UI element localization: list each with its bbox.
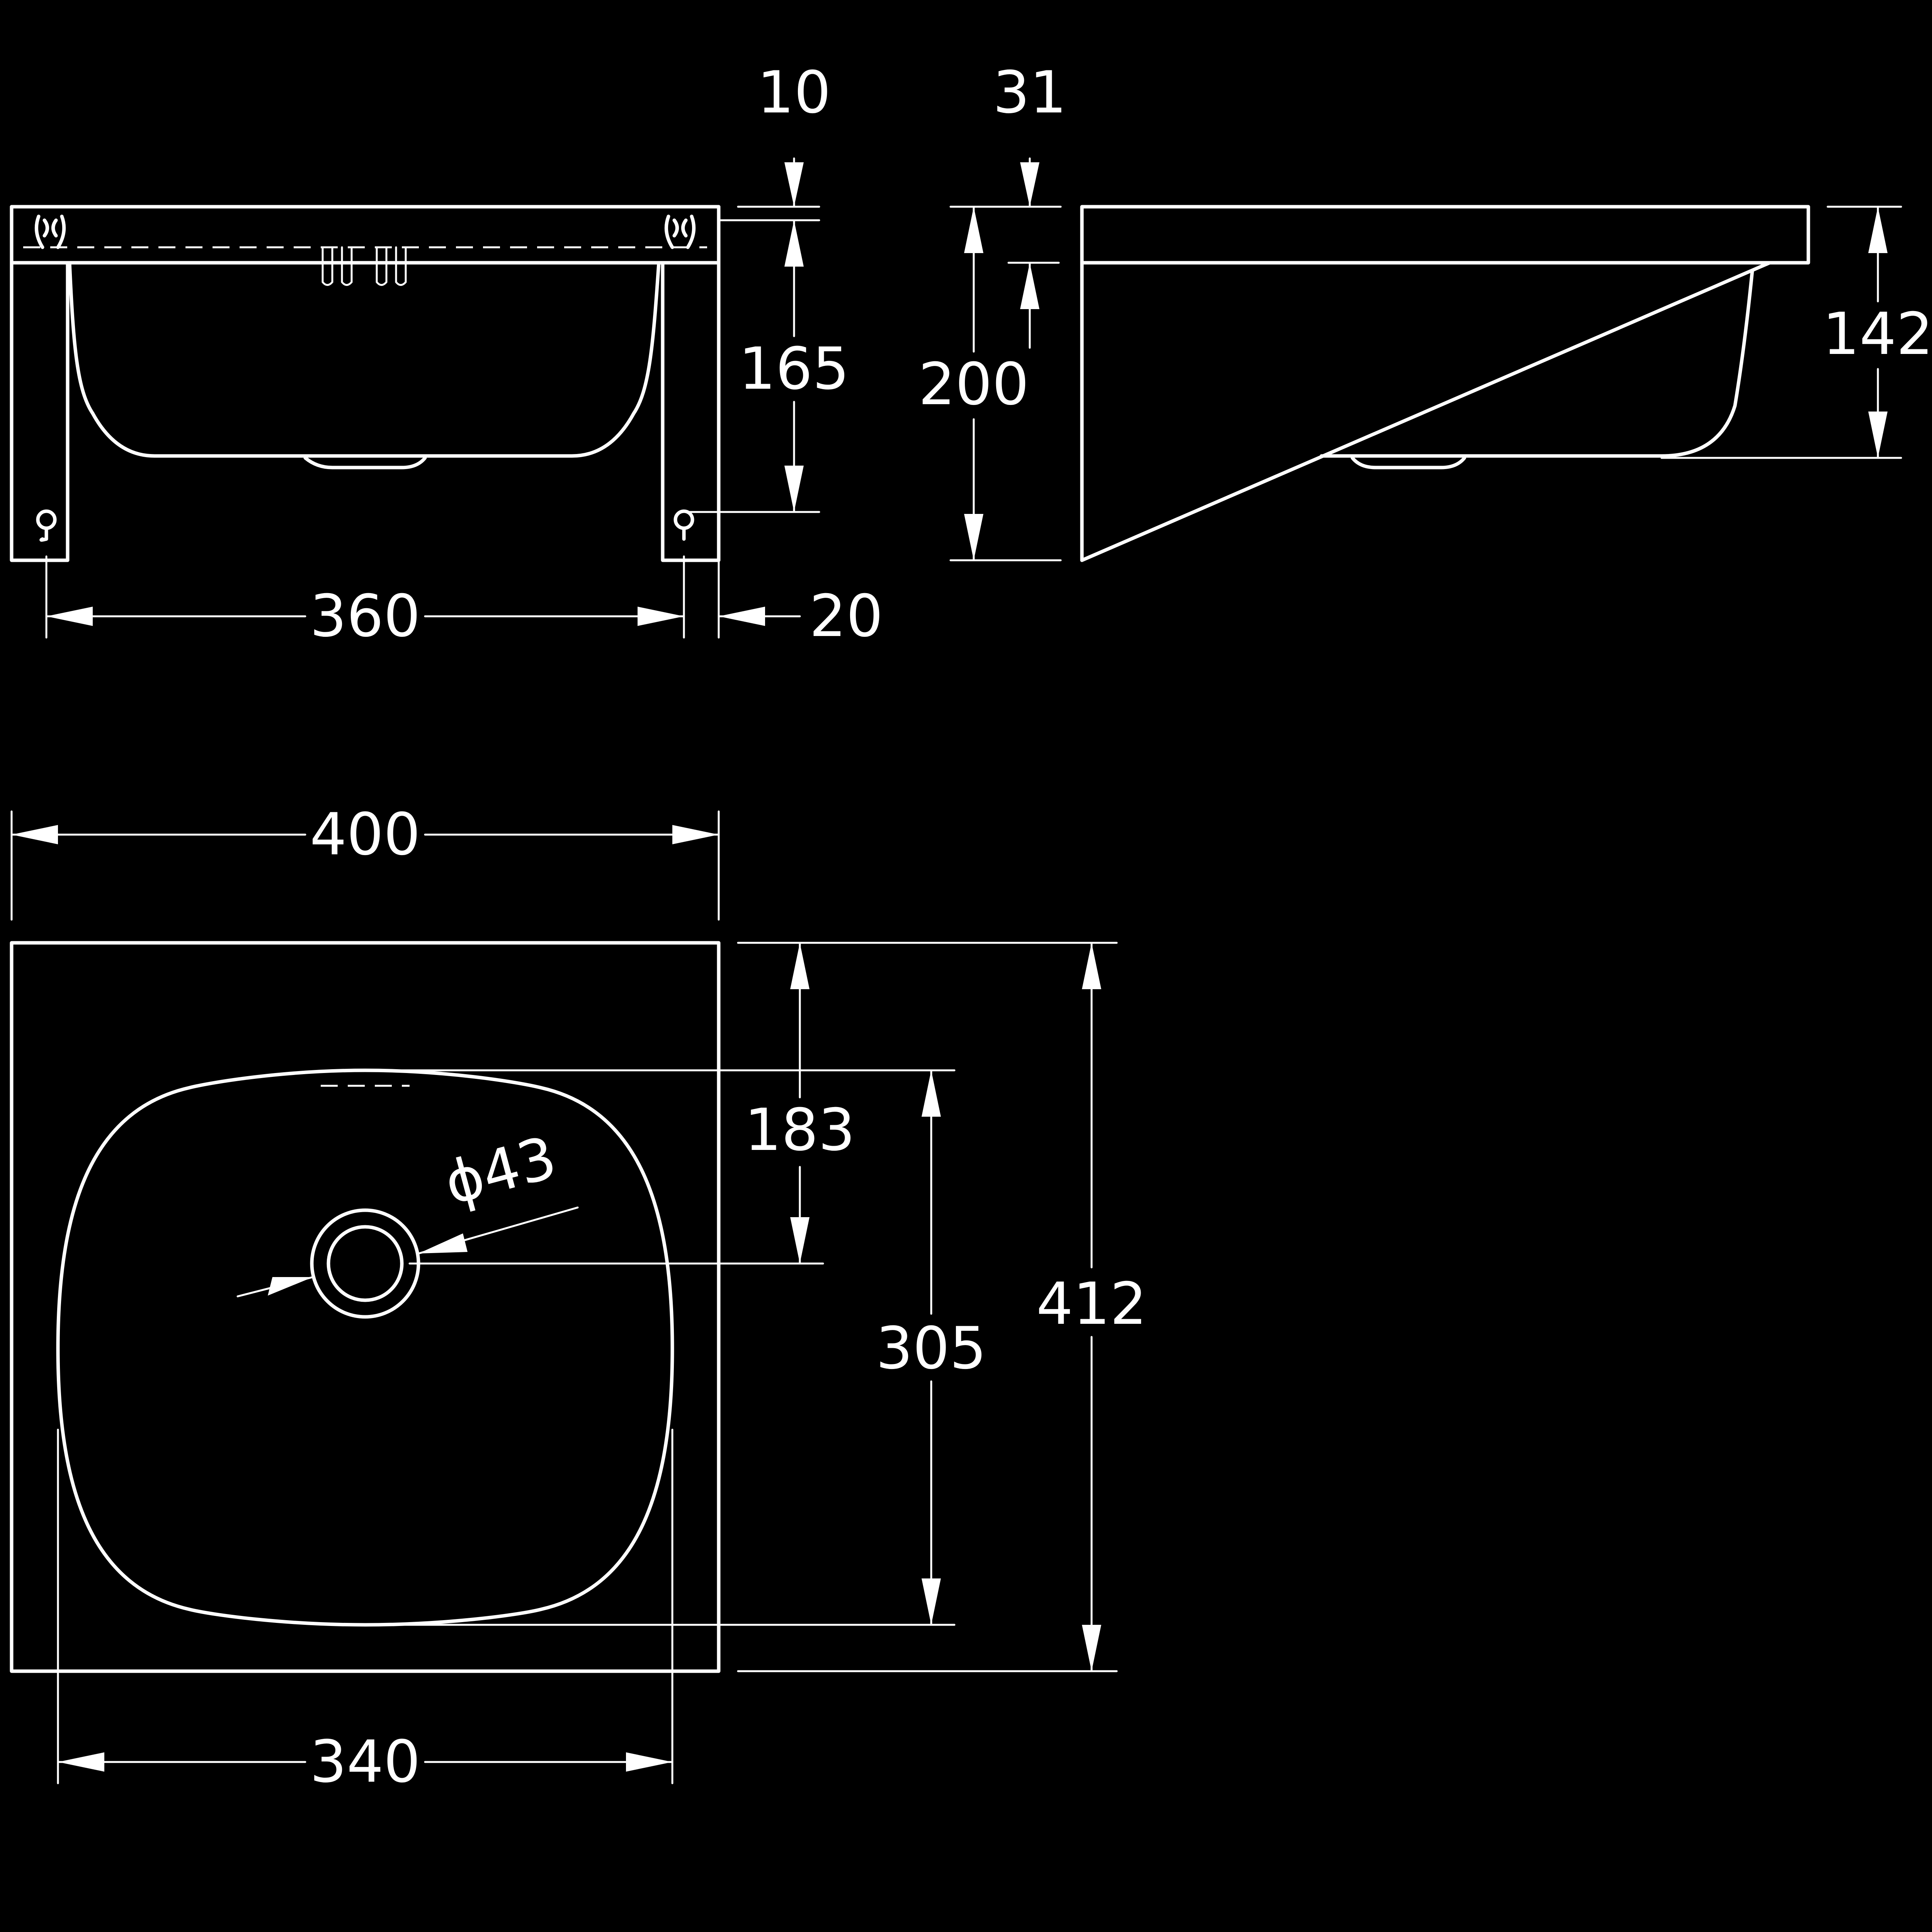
arrowhead [1868,412,1888,458]
front-view: 360 20 10 165 [10,59,883,650]
side-rim [1080,205,1810,265]
side-bowl [1320,269,1754,458]
dim-outer-length: 412 [1036,1270,1147,1338]
arrowhead [922,1070,941,1117]
arrowhead [784,220,804,267]
arrowhead [790,1217,810,1264]
arrowhead [12,825,58,844]
arrowhead [964,207,983,253]
front-rim [10,205,721,265]
arrowhead [964,514,983,560]
side-drain [1350,456,1466,469]
arrowhead [719,607,765,626]
dim-outer-width: 400 [310,801,420,868]
arrowhead [922,1578,941,1625]
dim-bowl-length: 305 [876,1315,986,1382]
keyhole-icon [673,509,694,541]
top-bowl [56,1068,674,1627]
side-view: 31 200 142 [918,59,1932,562]
keyhole-icon [36,509,57,542]
arrowhead [672,825,719,844]
dim-drain-diameter: ϕ43 [438,1124,563,1218]
dim-drain-offset: 183 [745,1097,855,1164]
arrowhead [1020,162,1039,207]
drain-inner-ring [327,1225,404,1302]
dim-bracket-offset: 20 [810,583,883,650]
arrowhead [1082,943,1101,989]
arrowhead [638,607,684,626]
arrowhead [46,607,93,626]
arrowhead [58,1752,104,1772]
arrowhead [626,1752,672,1772]
side-bracket-diagonal [1080,261,1772,562]
bracket-clip-icon [664,214,696,249]
arrowhead [790,943,810,989]
dim-rim-thickness: 10 [757,59,831,126]
dim-bowl-width: 340 [310,1728,420,1796]
arrowhead [1082,1625,1101,1671]
dim-bowl-depth: 142 [1823,301,1932,368]
top-view: ϕ43 400 340 183 305 [10,801,1147,1796]
front-drain [303,456,427,469]
arrowhead [1020,263,1039,309]
top-outer-outline [10,941,721,1673]
arrowhead [418,1233,468,1253]
overflow-slots-icon [321,246,407,286]
arrowhead [1868,207,1888,253]
dim-total-height: 200 [918,351,1029,418]
arrowhead [784,162,804,207]
front-bracket-left [10,205,70,562]
front-bracket-right [661,205,721,562]
front-bowl [68,261,661,458]
dim-bracket-height: 165 [739,335,849,403]
dim-width-between-holes: 360 [310,583,420,650]
bracket-clip-icon [34,214,66,249]
arrowhead [268,1277,313,1296]
dim-rim-top: 31 [993,59,1067,126]
arrowhead [784,466,804,512]
